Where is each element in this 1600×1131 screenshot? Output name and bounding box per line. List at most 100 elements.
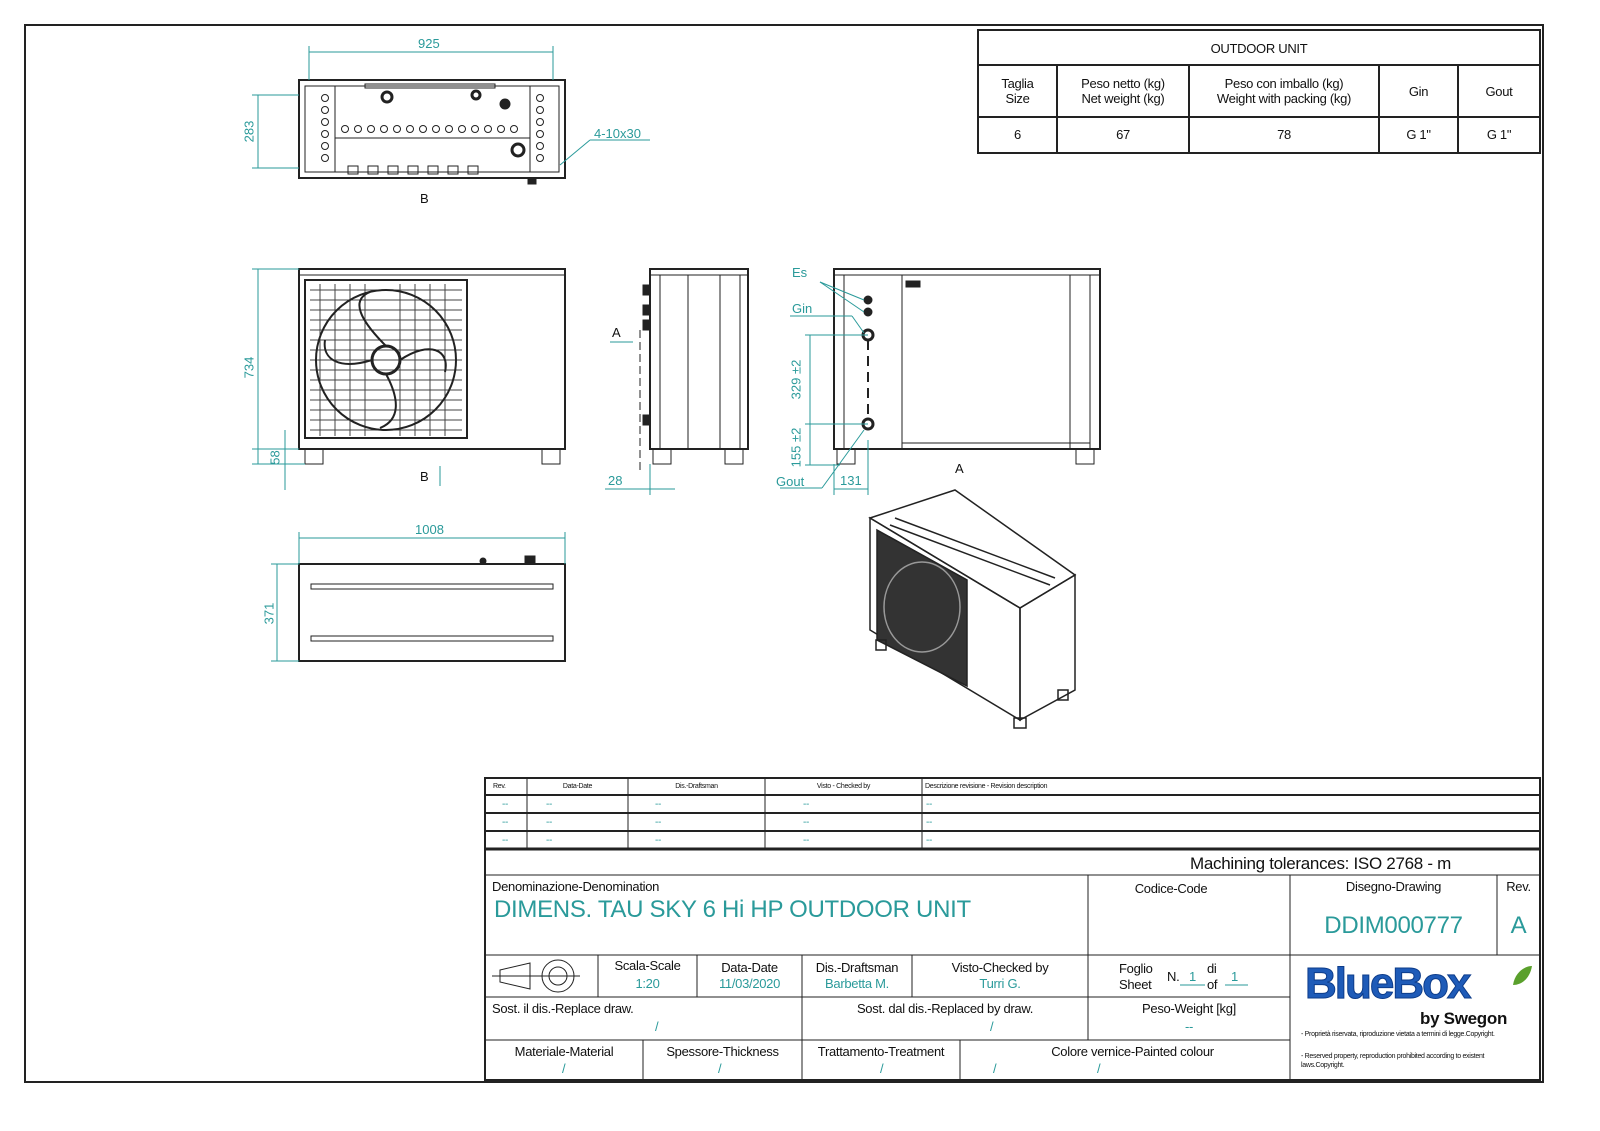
date-value: 11/03/2020: [718, 976, 781, 991]
date-label: Data-Date: [721, 960, 778, 975]
denomination-label: Denominazione-Denomination: [492, 879, 660, 894]
dim-holes: 4-10x30: [594, 126, 641, 141]
sheet-n: N.: [1167, 969, 1180, 984]
rev-cell: --: [803, 817, 810, 828]
dim-top-width: 925: [418, 36, 440, 51]
specs-table-grid: [977, 29, 1541, 154]
rev-cell: --: [926, 799, 933, 810]
code-label: Codice-Code: [1134, 881, 1208, 896]
dim-bottom-width: 1008: [415, 522, 444, 537]
dim-bottom-depth: 371: [261, 602, 277, 625]
view-label-b-top: B: [420, 191, 429, 206]
sheet-of-2: of: [1207, 977, 1218, 992]
replaced-value: /: [990, 1019, 994, 1034]
view-label-a-side: A: [612, 325, 621, 340]
thickness-label: Spessore-Thickness: [666, 1044, 779, 1059]
rear-view: [780, 268, 1101, 489]
scale-value: 1:20: [635, 976, 660, 991]
cell-gout: G 1": [1486, 127, 1512, 142]
dim-feet-height: 58: [267, 450, 283, 465]
denomination: DIMENS. TAU SKY 6 Hi HP OUTDOOR UNIT: [494, 896, 971, 923]
cell-size: 6: [1014, 127, 1021, 142]
dim-front-height: 734: [241, 356, 257, 379]
checked-value: Turri G.: [979, 976, 1021, 991]
bluebox-logo: BlueBox: [1304, 959, 1471, 1008]
rev-cell: --: [655, 835, 662, 846]
rev-cell: --: [502, 835, 509, 846]
copyright-en: - Reserved property, reproduction prohib…: [1301, 1053, 1485, 1069]
colour-label: Colore vernice-Painted colour: [1051, 1044, 1214, 1059]
header-size-2: Size: [1005, 91, 1030, 106]
rev-cell: --: [502, 817, 509, 828]
projection-symbol: [492, 959, 580, 993]
rev-header-date: Data-Date: [562, 783, 593, 790]
rev-cell: --: [803, 799, 810, 810]
rev-header-rev: Rev.: [493, 783, 506, 790]
header-size-1: Taglia: [1001, 76, 1034, 91]
specs-table-title: OUTDOOR UNIT: [1210, 41, 1308, 56]
material-label: Materiale-Material: [514, 1044, 614, 1059]
leaf-icon: [1513, 966, 1532, 985]
draftsman-label: Dis.-Draftsman: [815, 960, 899, 975]
bottom-view: [298, 555, 566, 662]
label-gout: Gout: [776, 474, 805, 489]
sheet-border: [24, 24, 1544, 1083]
rev-label: Rev.: [1506, 879, 1531, 894]
drawing-label: Disegno-Drawing: [1345, 879, 1442, 894]
rev-cell: --: [655, 799, 662, 810]
replaced-label: Sost. dal dis.-Replaced by draw.: [856, 1001, 1034, 1016]
draftsman-value: Barbetta M.: [825, 976, 889, 991]
label-es: Es: [792, 265, 808, 280]
label-gin: Gin: [792, 301, 813, 316]
isometric-view: [868, 489, 1077, 729]
weight-label: Peso-Weight [kg]: [1142, 1001, 1236, 1016]
top-view: [298, 79, 566, 185]
thickness-value: /: [718, 1061, 722, 1076]
sheet-label-1: Foglio: [1119, 961, 1153, 976]
rev-value: A: [1510, 912, 1527, 939]
colour-value-1: /: [993, 1061, 997, 1076]
rev-cell: --: [502, 799, 509, 810]
rev-cell: --: [546, 835, 553, 846]
cell-packed-weight: 78: [1277, 127, 1291, 142]
scale-label: Scala-Scale: [614, 958, 681, 973]
side-view: [639, 268, 749, 470]
sheet-number: 1: [1189, 969, 1196, 984]
treatment-label: Trattamento-Treatment: [817, 1044, 945, 1059]
replace-label: Sost. il dis.-Replace draw.: [492, 1001, 634, 1016]
drawing-number: DDIM000777: [1324, 912, 1463, 939]
checked-label: Visto-Checked by: [951, 960, 1049, 975]
header-net-2: Net weight (kg): [1081, 91, 1165, 106]
copyright-it: - Proprietà riservata, riproduzione viet…: [1301, 1031, 1495, 1038]
weight-value: --: [1184, 1019, 1194, 1034]
tolerances: Machining tolerances: ISO 2768 - m: [1190, 854, 1451, 873]
rev-header-description: Descrizione revisione - Revision descrip…: [925, 783, 1048, 790]
title-block-grid: [484, 777, 1541, 1081]
header-net-1: Peso netto (kg): [1081, 76, 1165, 91]
dim-conn-155: 155 ±2: [788, 427, 804, 468]
header-packed-2: Weight with packing (kg): [1216, 91, 1352, 106]
swegon-logo: by Swegon: [1420, 1009, 1508, 1028]
cell-gin: G 1": [1406, 127, 1431, 142]
rev-header-draftsman: Dis.-Draftsman: [675, 783, 718, 790]
front-view: [298, 268, 566, 465]
header-gin: Gin: [1408, 84, 1429, 99]
header-packed-1: Peso con imballo (kg): [1224, 76, 1344, 91]
rev-cell: --: [803, 835, 810, 846]
replace-value: /: [655, 1019, 659, 1034]
dim-side-offset: 28: [608, 473, 623, 488]
colour-value-2: /: [1097, 1061, 1101, 1076]
header-gout: Gout: [1485, 84, 1513, 99]
view-label-a-rear: A: [955, 461, 964, 476]
dim-conn-131: 131: [840, 473, 862, 488]
view-label-b-front: B: [420, 469, 429, 484]
sheet-label-2: Sheet: [1119, 977, 1152, 992]
dim-conn-329: 329 ±2: [788, 359, 804, 400]
rev-cell: --: [926, 835, 933, 846]
rev-cell: --: [546, 799, 553, 810]
dim-top-height: 283: [241, 120, 257, 143]
rev-header-checked: Visto - Checked by: [816, 783, 871, 790]
material-value: /: [562, 1061, 566, 1076]
rev-cell: --: [546, 817, 553, 828]
